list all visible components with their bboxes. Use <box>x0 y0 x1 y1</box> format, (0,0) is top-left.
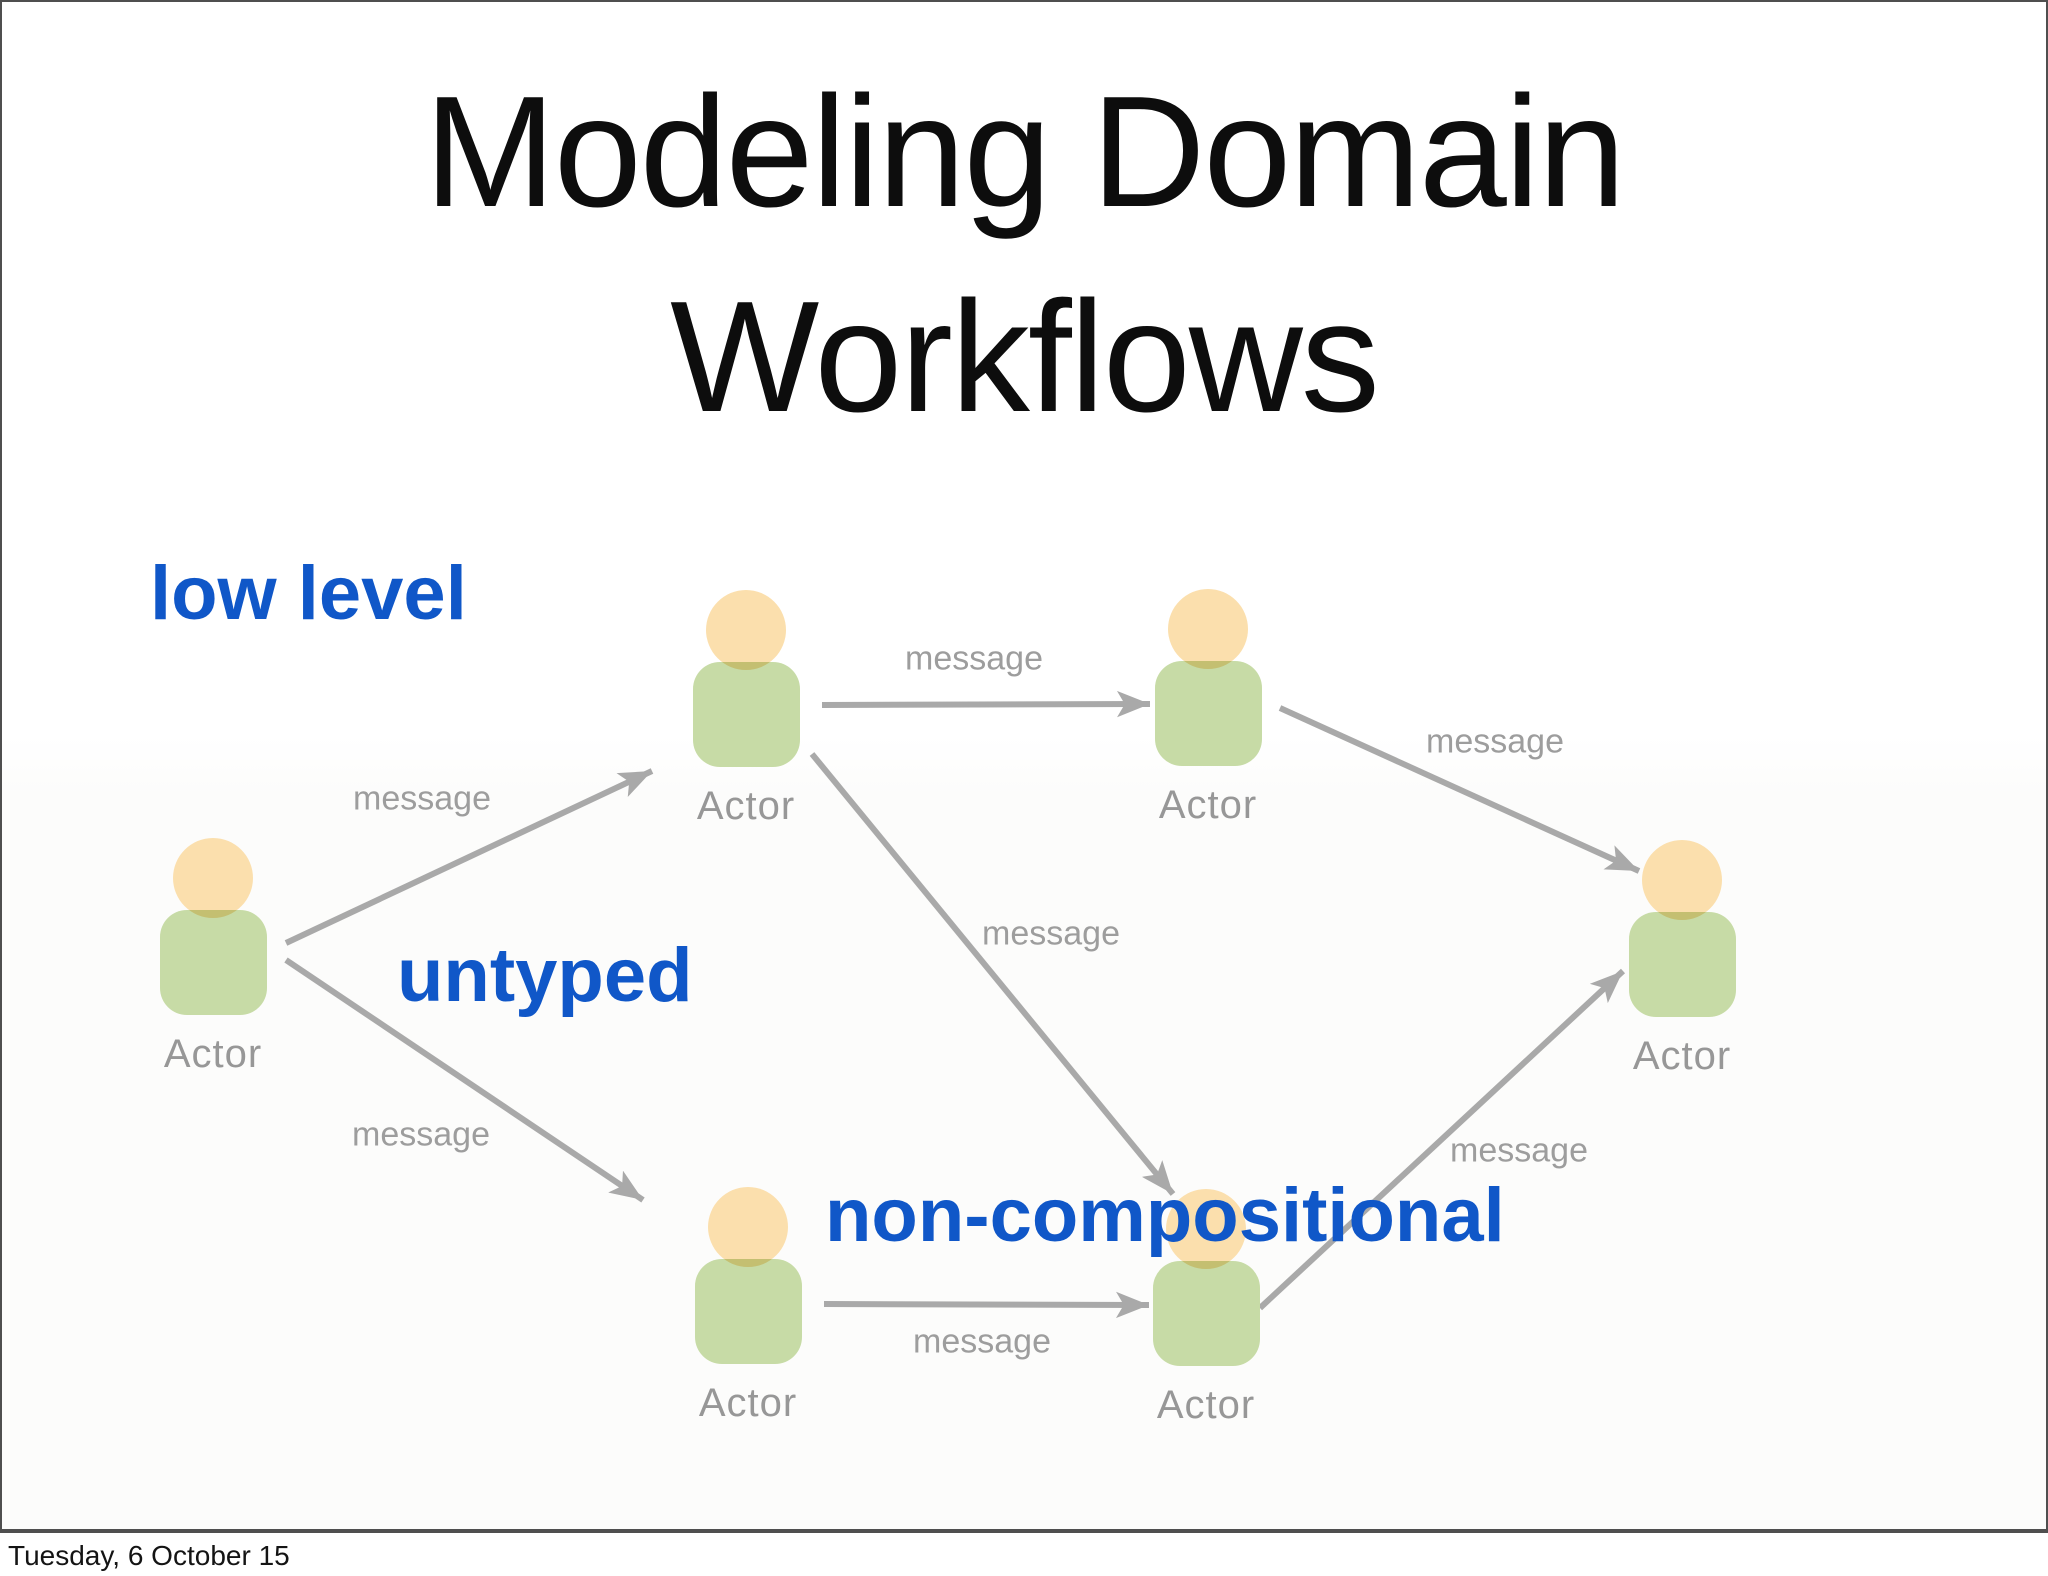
actor-label: Actor <box>698 1381 798 1425</box>
message-arrow-actor-top-middle-to-actor-top-right <box>821 690 1151 718</box>
person-head-icon <box>708 1187 788 1267</box>
message-arrow-actor-bottom-left-to-actor-bottom-middle <box>823 1291 1150 1319</box>
actor-node-actor-left: Actor <box>160 838 267 1078</box>
title-line-2: Workflows <box>670 269 1380 445</box>
person-body-icon <box>1153 1261 1260 1366</box>
person-body-icon <box>160 910 267 1015</box>
actor-label: Actor <box>696 784 796 828</box>
person-head-icon <box>1168 589 1248 669</box>
person-body-icon <box>695 1259 802 1364</box>
annotation-low-level: low level <box>150 551 467 636</box>
actor-node-actor-bottom-left: Actor <box>695 1187 802 1427</box>
annotation-untyped: untyped <box>397 933 693 1018</box>
message-arrow-actor-top-middle-to-actor-bottom-middle <box>809 752 1176 1196</box>
message-arrow-actor-left-to-actor-top-middle <box>284 768 654 946</box>
person-body-icon <box>693 662 800 767</box>
message-arrow-actor-left-to-actor-bottom-left <box>284 957 645 1203</box>
message-label: message <box>352 1115 490 1154</box>
message-arrow-actor-bottom-middle-to-actor-right <box>1257 968 1626 1311</box>
actor-label: Actor <box>1632 1034 1732 1078</box>
person-head-icon <box>706 590 786 670</box>
message-arrow-actor-top-right-to-actor-right <box>1278 705 1641 874</box>
message-label: message <box>1426 722 1564 761</box>
person-head-icon <box>1166 1189 1246 1269</box>
actor-label: Actor <box>1158 783 1258 827</box>
message-label: message <box>353 779 491 818</box>
title-line-1: Modeling Domain <box>424 64 1626 240</box>
person-body-icon <box>1629 912 1736 1017</box>
person-head-icon <box>173 838 253 918</box>
footer-date: Tuesday, 6 October 15 <box>8 1540 290 1571</box>
person-body-icon <box>1155 661 1262 766</box>
message-label: message <box>982 914 1120 953</box>
actor-node-actor-top-right: Actor <box>1155 589 1262 829</box>
actor-node-actor-top-middle: Actor <box>693 590 800 830</box>
actor-node-actor-bottom-middle: Actor <box>1153 1189 1260 1429</box>
person-head-icon <box>1642 840 1722 920</box>
message-label: message <box>905 639 1043 678</box>
actor-label: Actor <box>163 1032 263 1076</box>
message-label: message <box>913 1322 1051 1361</box>
actor-node-actor-right: Actor <box>1629 840 1736 1080</box>
slide-footer: Tuesday, 6 October 15 <box>0 1533 2048 1576</box>
message-arrows-layer <box>284 690 1641 1319</box>
annotation-non-compositional: non-compositional <box>825 1173 1505 1258</box>
actor-label: Actor <box>1156 1383 1256 1427</box>
message-label: message <box>1450 1131 1588 1170</box>
slide-title: Modeling Domain Workflows <box>2 50 2046 460</box>
